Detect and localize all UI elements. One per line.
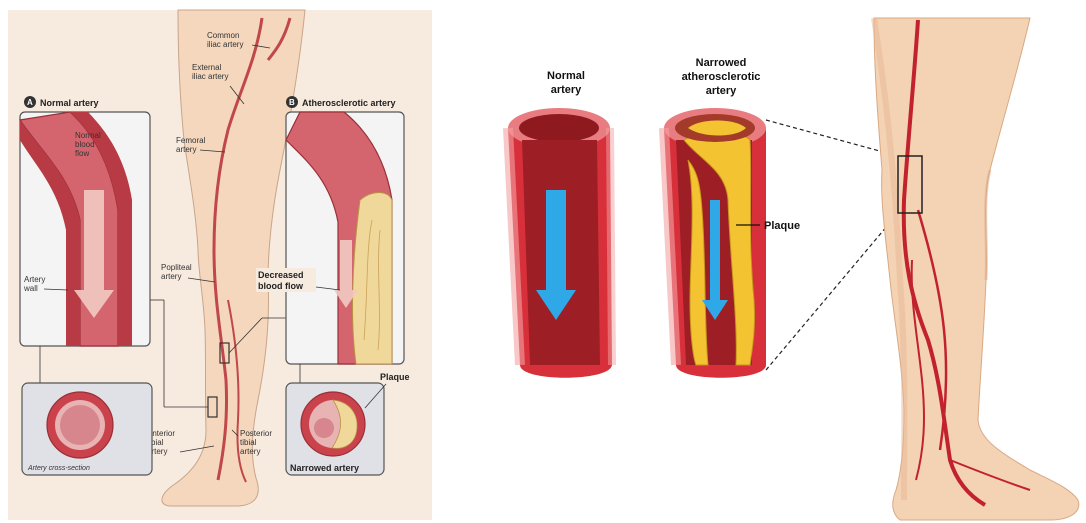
right-figure bbox=[0, 0, 1086, 523]
page: Common iliac artery External iliac arter… bbox=[0, 0, 1086, 523]
